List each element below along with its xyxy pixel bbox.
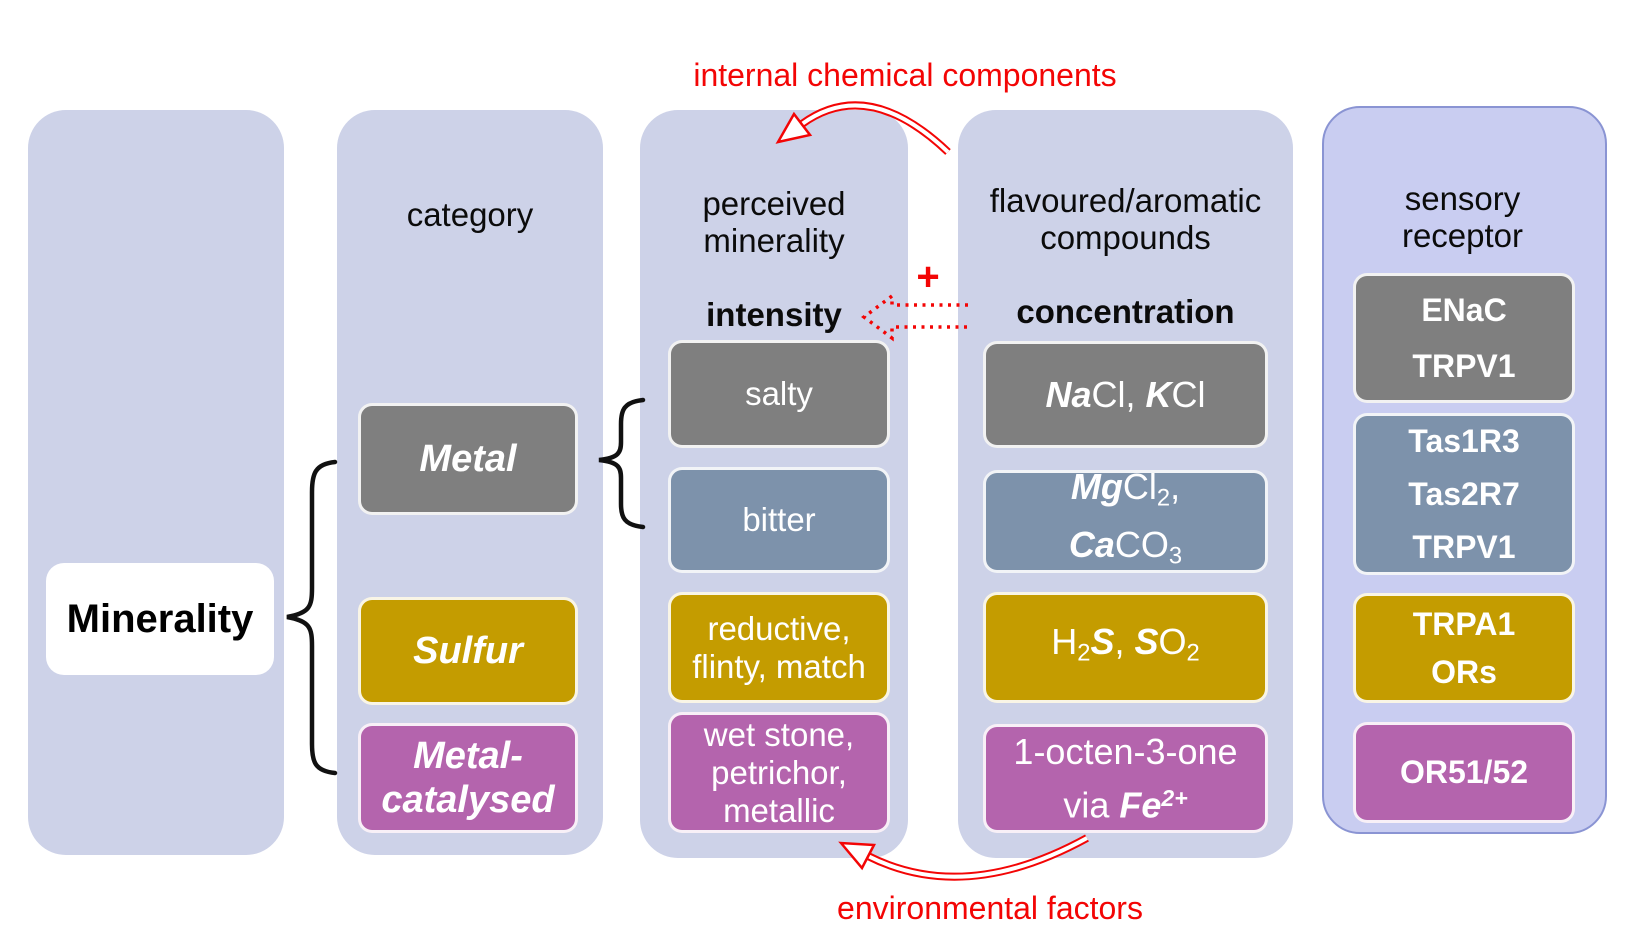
column-minerality <box>28 110 284 855</box>
text-line: category <box>406 196 534 233</box>
text-line: TRPV1 <box>1412 528 1516 565</box>
text-line: intensity <box>706 296 842 333</box>
text-line: flinty, match <box>692 647 866 685</box>
perceived-box-bitter: bitter <box>668 467 890 573</box>
text-line: catalysed <box>381 779 555 821</box>
text-line: Tas2R7 <box>1408 475 1520 512</box>
text-line: Sulfur <box>413 630 523 672</box>
compound-box-mgcl2-caco3: MgCl2, CaCO3 <box>983 466 1268 573</box>
text-line: metallic <box>723 791 835 829</box>
perceived-box-wet-stone: wet stone,petrichor,metallic <box>668 712 890 833</box>
text-line: CaCO3 <box>1068 523 1183 570</box>
text-line: bitter <box>742 501 816 538</box>
text-line: minerality <box>703 222 845 259</box>
text-line: salty <box>745 375 813 412</box>
text-line: TRPV1 <box>1412 348 1516 384</box>
text-line: H2S, SO2 <box>1051 620 1200 667</box>
text-line: perceived <box>702 185 846 222</box>
brace-metal-icon <box>598 397 646 530</box>
compound-box-octenone: 1-octen-3-one via Fe2+ <box>983 724 1268 833</box>
minerality-node: Minerality <box>46 563 274 675</box>
receptor-box-or51-52: OR51/52 <box>1353 722 1575 823</box>
plus-sign: + <box>916 255 940 299</box>
text-line: petrichor, <box>711 753 847 791</box>
category-box-sulfur: Sulfur <box>358 597 578 705</box>
category-box-metal-catalysed: Metal-catalysed <box>358 723 578 833</box>
text-line: NaCl, KCl <box>1045 373 1206 415</box>
environmental-factors-label: environmental factors <box>837 890 1143 926</box>
text-line: wet stone, <box>703 715 855 753</box>
text-line: sensory <box>1404 180 1521 217</box>
intensity-subheader: intensity <box>640 296 908 333</box>
text-line: receptor <box>1401 217 1524 254</box>
text-line: Metal <box>419 438 517 480</box>
text-line: concentration <box>1016 293 1235 330</box>
text-line: ORs <box>1431 654 1497 690</box>
text-line: MgCl2, <box>1070 465 1181 512</box>
text-line: TRPA1 <box>1412 606 1516 642</box>
perceived-box-salty: salty <box>668 340 890 448</box>
category-box-metal: Metal <box>358 403 578 515</box>
internal-chemical-components-label: internal chemical components <box>693 57 1117 93</box>
text-line: Metal- <box>413 735 523 777</box>
text-line: Tas1R3 <box>1408 422 1520 459</box>
category-header: category <box>337 196 603 233</box>
brace-minerality-icon <box>286 459 338 776</box>
text-line: via Fe2+ <box>1063 784 1188 826</box>
text-line: 1-octen-3-one <box>1013 730 1238 772</box>
perceived-box-reductive: reductive,flinty, match <box>668 592 890 703</box>
text-line: flavoured/aromatic <box>989 182 1262 219</box>
receptor-box-enac-trpv1: ENaC TRPV1 <box>1353 273 1575 403</box>
compound-box-h2s-so2: H2S, SO2 <box>983 592 1268 703</box>
compound-box-nacl-kcl: NaCl, KCl <box>983 341 1268 448</box>
text-line: OR51/52 <box>1399 754 1529 790</box>
text-line: ENaC <box>1421 292 1507 328</box>
text-line: reductive, <box>707 609 851 647</box>
text-line: compounds <box>1040 219 1211 256</box>
concentration-subheader: concentration <box>958 293 1293 330</box>
